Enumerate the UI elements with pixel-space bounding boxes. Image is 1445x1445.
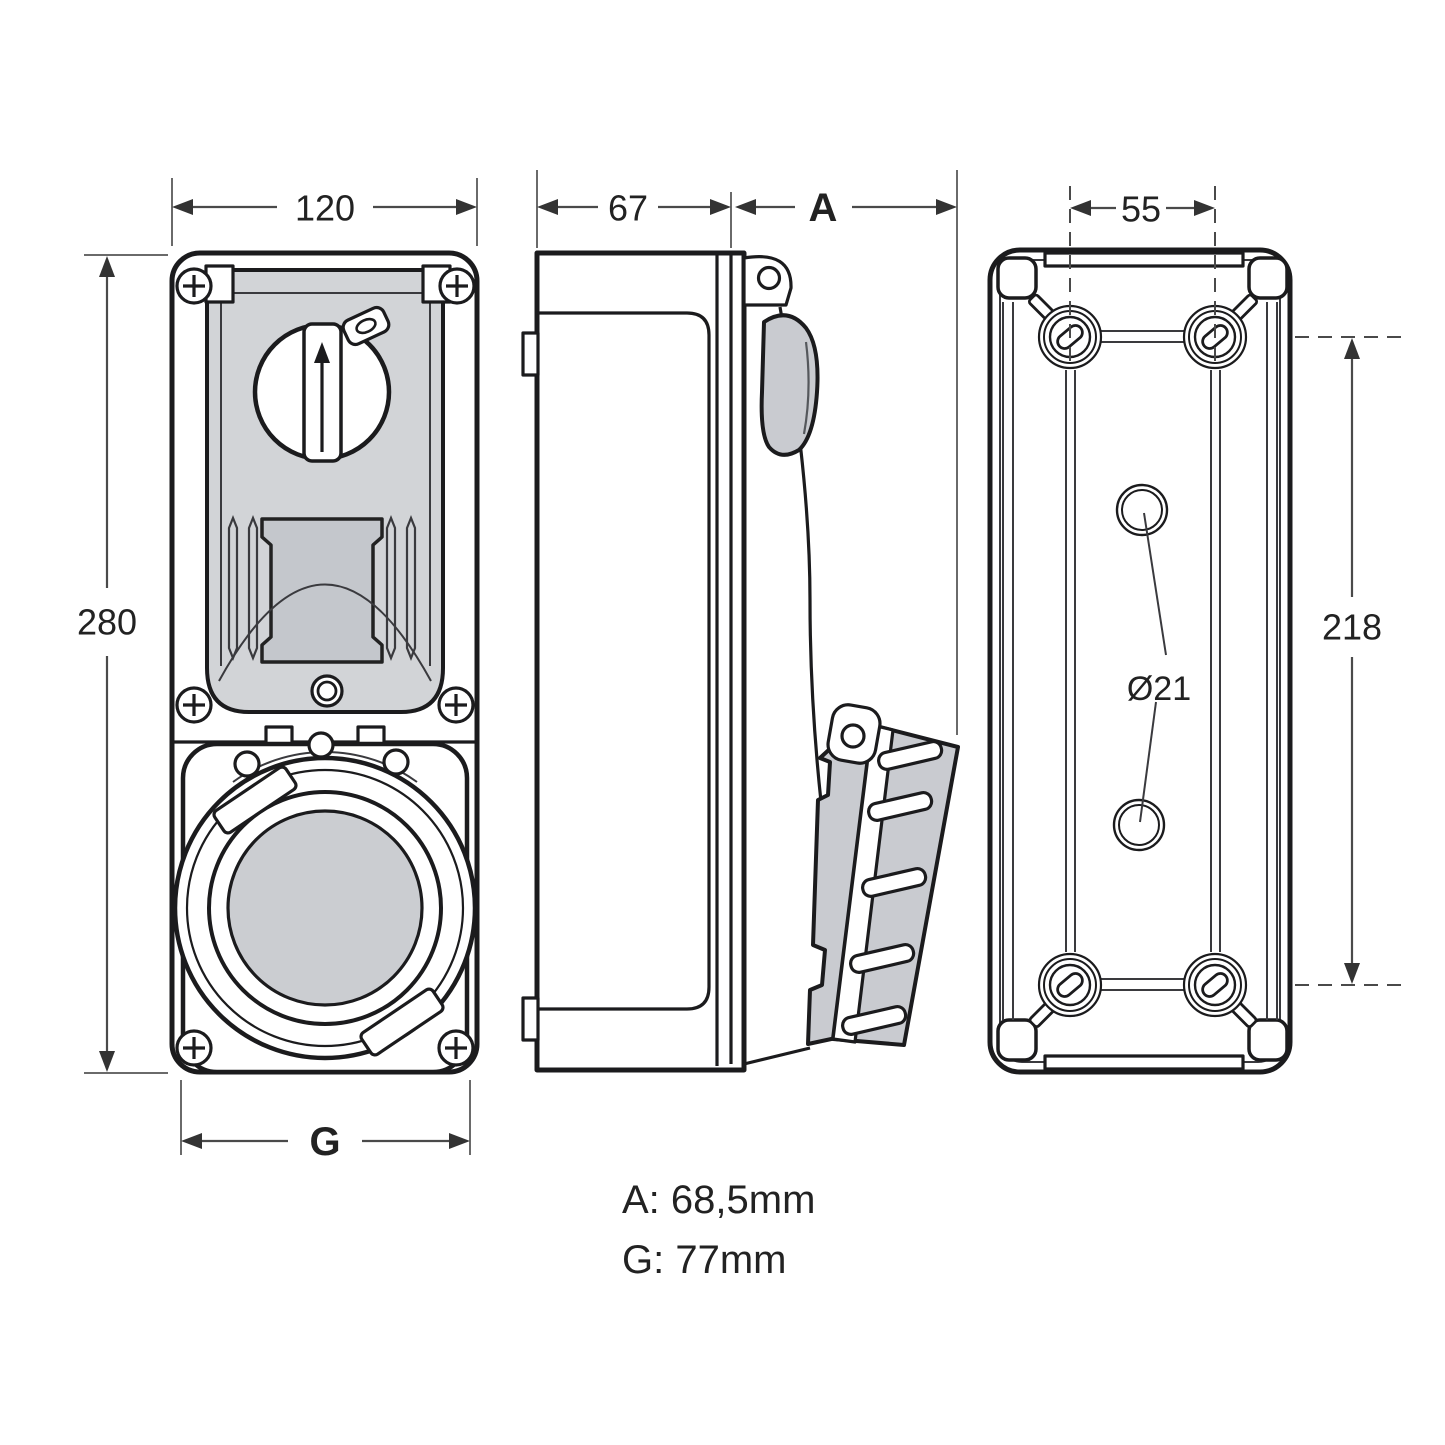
back-top-strip — [1043, 251, 1245, 268]
legend-line-g: G: 77mm — [622, 1238, 786, 1282]
mounting-screws-lower — [175, 1029, 475, 1067]
fixing-height-label: 218 — [1322, 607, 1382, 648]
back-body-outline — [987, 247, 1293, 1075]
front-width-label: 120 — [295, 188, 355, 229]
leader-line-top — [1143, 512, 1167, 656]
vent-ribs — [227, 515, 417, 661]
viewing-window — [260, 517, 384, 664]
switch-arrow-head — [314, 342, 330, 363]
bayonet-slot-top — [212, 765, 298, 835]
side-clip-bottom — [521, 996, 540, 1042]
dim-front-flange-width: G — [180, 1080, 471, 1164]
hole-spacing-label: 55 — [1121, 189, 1161, 230]
side-view — [521, 250, 960, 1073]
hinge-bump — [307, 731, 335, 759]
rotary-switch-knob — [252, 322, 392, 463]
mounting-screws-upper — [175, 267, 476, 724]
hinge-bump — [382, 748, 410, 776]
front-height-label: 280 — [77, 602, 137, 643]
legend-line-a: A: 68,5mm — [622, 1178, 815, 1222]
padlock-icon — [341, 305, 391, 347]
flange-pivot-hole — [840, 723, 866, 749]
back-bottom-strip — [1043, 1054, 1245, 1071]
socket-inner-disc — [226, 809, 424, 1007]
boss-connect-bars — [1065, 330, 1221, 991]
side-flange-depth-label: A — [809, 186, 838, 230]
side-body-outline — [534, 250, 747, 1073]
legend: A: 68,5mm G: 77mm — [622, 1178, 815, 1282]
cable-entry-holes — [1112, 483, 1169, 852]
panel-bottom-hole — [310, 674, 344, 708]
side-socket-flange — [806, 703, 960, 1047]
side-hinge-bracket — [742, 255, 793, 307]
boss-bottom-right — [1182, 952, 1248, 1018]
boss-bottom-left — [1037, 952, 1103, 1018]
dim-side-flange-depth: A — [735, 170, 958, 735]
leader-line-bottom — [1139, 701, 1157, 823]
panel-arc-line — [218, 583, 432, 682]
dimensions: 120 280 G — [77, 170, 1402, 1164]
dim-side-depth: 67 — [536, 170, 732, 248]
hinge-bump — [233, 750, 261, 778]
flange-cover-slots — [841, 740, 944, 1036]
dim-back-hole-spacing: 55 — [1069, 186, 1216, 370]
back-side-rails — [1002, 302, 1278, 1020]
dim-front-width: 120 — [171, 178, 478, 246]
switch-handle — [759, 313, 820, 457]
dim-front-height: 280 — [77, 254, 168, 1074]
hole-diameter-label: Ø21 — [1127, 670, 1191, 708]
hinge-pin-hole — [756, 265, 782, 291]
back-view: Ø21 — [987, 247, 1293, 1075]
side-depth-label: 67 — [608, 188, 648, 229]
bayonet-slot-bottom — [359, 987, 445, 1057]
dim-back-fixing-height: 218 — [1295, 336, 1402, 986]
socket-face — [172, 731, 478, 1061]
side-clip-top — [521, 331, 540, 377]
front-view — [169, 250, 480, 1075]
side-inset-panel — [537, 311, 711, 1011]
flange-width-label: G — [309, 1120, 340, 1164]
